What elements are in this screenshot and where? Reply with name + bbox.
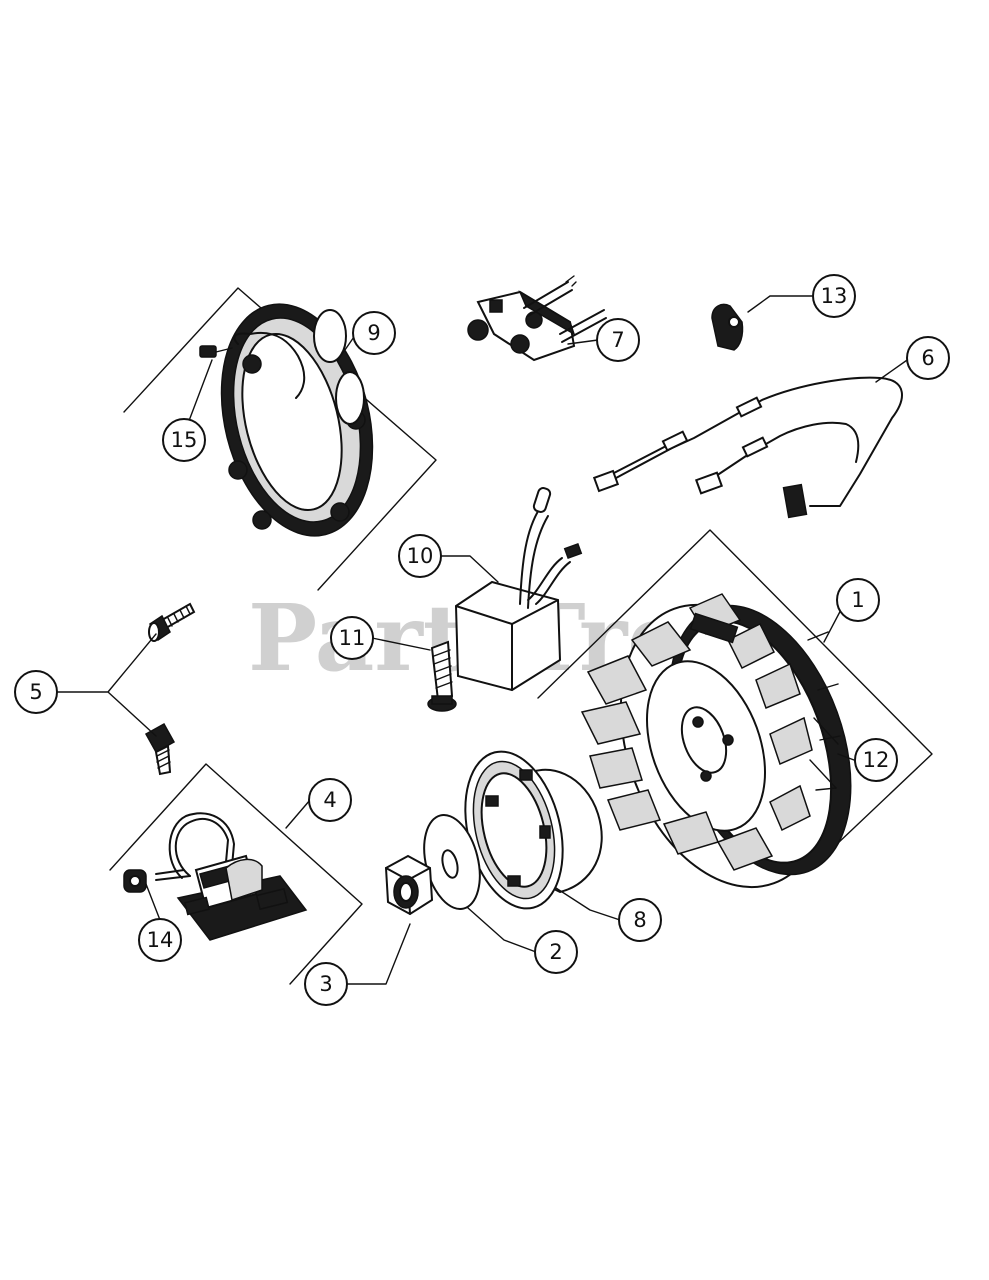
part-2-washer[interactable]	[415, 809, 489, 915]
callout-9[interactable]: 9	[352, 311, 396, 355]
callout-12[interactable]: 12	[854, 738, 898, 782]
callout-5-label: 5	[29, 680, 42, 704]
leader-4	[285, 799, 311, 829]
part-13-clip[interactable]	[711, 303, 744, 351]
leader-lines	[55, 295, 911, 985]
part-7-bracket[interactable]	[467, 275, 607, 362]
leader-2	[467, 907, 537, 953]
leader-7	[567, 339, 599, 345]
part-9-stator[interactable]	[123, 287, 437, 591]
part-12-ring-gear[interactable]	[809, 717, 839, 789]
callout-7[interactable]: 7	[596, 318, 640, 362]
callout-4[interactable]: 4	[308, 778, 352, 822]
callout-3[interactable]: 3	[304, 962, 348, 1006]
callout-5[interactable]: 5	[14, 670, 58, 714]
part-3-hex-nut[interactable]	[384, 854, 434, 916]
callout-1[interactable]: 1	[836, 578, 880, 622]
part-10-rectifier[interactable]	[454, 487, 583, 692]
callout-14[interactable]: 14	[138, 918, 182, 962]
callout-2[interactable]: 2	[534, 930, 578, 974]
callout-12-label: 12	[863, 748, 890, 772]
part-11-screw[interactable]	[427, 640, 457, 712]
callout-2-label: 2	[549, 940, 562, 964]
callout-4-label: 4	[323, 788, 336, 812]
leader-13	[747, 295, 813, 313]
callout-1-label: 1	[851, 588, 864, 612]
callout-10-label: 10	[407, 544, 434, 568]
callout-14-label: 14	[147, 928, 174, 952]
part-4-ignition-coil[interactable]	[109, 763, 363, 985]
callout-8-label: 8	[633, 908, 646, 932]
callout-15-label: 15	[171, 428, 198, 452]
leader-10	[439, 555, 499, 583]
callout-6[interactable]: 6	[906, 336, 950, 380]
leader-12	[837, 753, 855, 761]
leader-5	[55, 633, 157, 737]
part-8-starter-cup[interactable]	[450, 741, 603, 919]
callout-13-label: 13	[821, 284, 848, 308]
callout-3-label: 3	[319, 972, 332, 996]
callout-9-label: 9	[367, 321, 380, 345]
leader-14	[145, 883, 161, 921]
part-1-flywheel[interactable]	[537, 529, 933, 916]
callout-15[interactable]: 15	[162, 418, 206, 462]
leader-8	[555, 887, 621, 921]
leader-6	[875, 357, 911, 383]
callout-10[interactable]: 10	[398, 534, 442, 578]
callout-7-label: 7	[611, 328, 624, 352]
part-6-wire-harness[interactable]	[592, 376, 903, 519]
callout-13[interactable]: 13	[812, 274, 856, 318]
callout-8[interactable]: 8	[618, 898, 662, 942]
callout-11[interactable]: 11	[330, 616, 374, 660]
callout-6-label: 6	[921, 346, 934, 370]
callout-11-label: 11	[339, 626, 366, 650]
leader-3	[345, 923, 411, 985]
leader-11	[371, 637, 431, 651]
part-5-bolts[interactable]	[144, 602, 196, 776]
